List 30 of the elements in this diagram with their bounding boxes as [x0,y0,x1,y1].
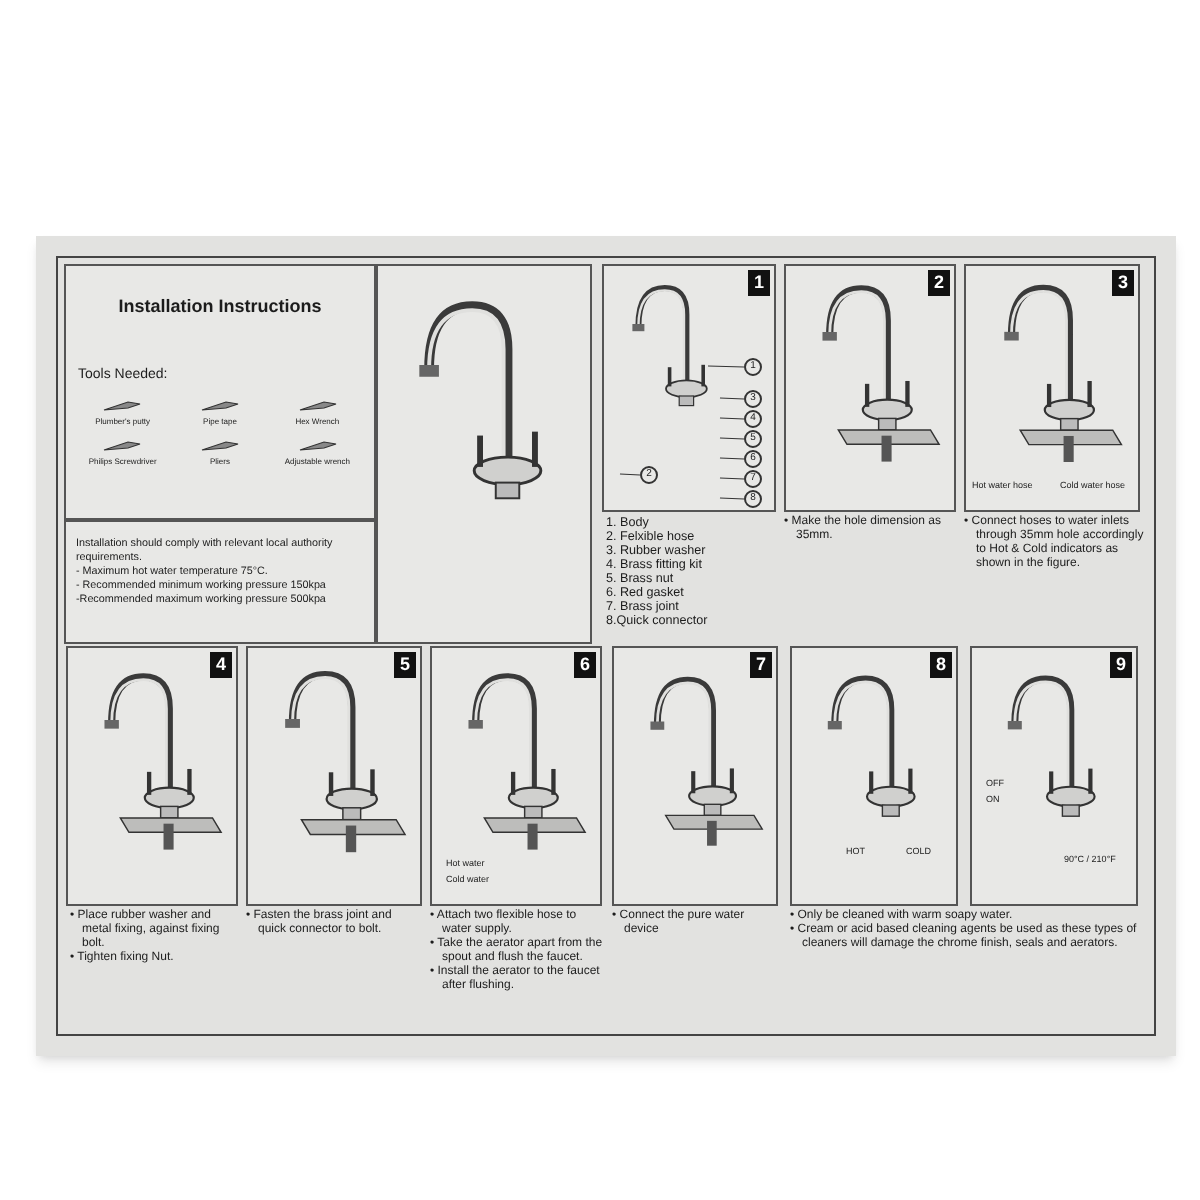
leader-line [719,417,745,420]
step-number: 7 [750,652,772,678]
leader-line [619,473,641,476]
step-number: 5 [394,652,416,678]
leader-line [719,397,745,400]
instruction-panel [970,646,1138,906]
instruction-panel [602,264,776,512]
instruction-panel [790,646,958,906]
step-number: 2 [928,270,950,296]
instruction-panel [784,264,956,512]
instruction-panel [612,646,778,906]
step-number: 3 [1112,270,1134,296]
leader-line [707,365,745,368]
step-number: 9 [1110,652,1132,678]
title: Installation Instructions [116,294,324,320]
leader-line [719,497,745,500]
instruction-panel [246,646,422,906]
instruction-panel [430,646,602,906]
instruction-panel [964,264,1140,512]
instruction-panel [66,646,238,906]
leader-line [719,437,745,440]
step-number: 8 [930,652,952,678]
instruction-panel [64,264,376,520]
step-number: 4 [210,652,232,678]
leader-line [719,477,745,480]
step-number: 6 [574,652,596,678]
instruction-panel [64,520,376,644]
step-number: 1 [748,270,770,296]
picture-panel [376,264,592,644]
leader-line [719,457,745,460]
